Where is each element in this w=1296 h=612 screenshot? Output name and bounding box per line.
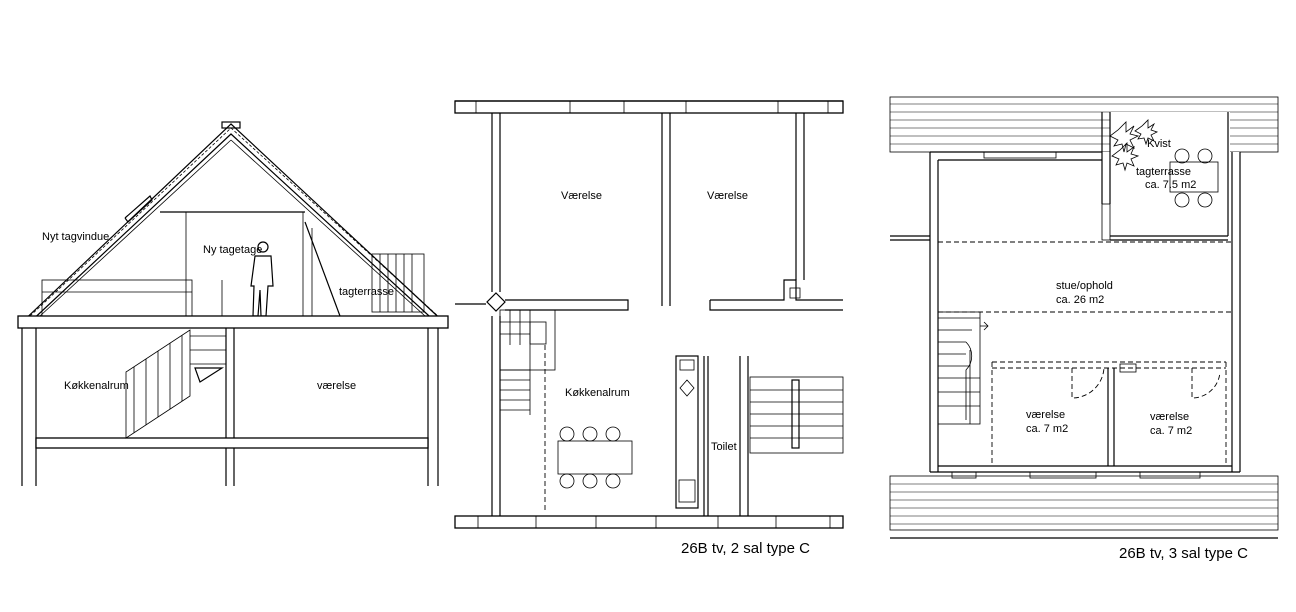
label-room1: værelse [1026, 409, 1065, 421]
label-new-roof: Ny tagetage [203, 244, 262, 256]
plant-icon [1109, 119, 1159, 172]
label-roof-terrace: tagterrasse [339, 286, 394, 298]
label-section-kitchen: Køkkenalrum [64, 380, 129, 392]
label-room-left: Værelse [561, 190, 602, 202]
label-room2: værelse [1150, 411, 1189, 423]
label-section-room: værelse [317, 380, 356, 392]
building-section: Nyt tagvindue Ny tagetage tagterrasse Kø… [17, 121, 449, 486]
label-room1-area: ca. 7 m2 [1026, 423, 1068, 435]
label-living-area: ca. 26 m2 [1056, 294, 1104, 306]
label-terrace: tagterrasse [1136, 166, 1191, 178]
label-dormer: Kvist [1147, 138, 1171, 150]
label-living: stue/ophold [1056, 280, 1113, 292]
roof-outline [17, 123, 449, 327]
person-figure [250, 241, 274, 317]
plan-floor-3: Kvist tagterrasse ca. 7.5 m2 stue/ophold… [889, 96, 1279, 562]
plan-floor-2: Værelse Værelse Køkkenalrum Toilet 26B t… [454, 100, 844, 557]
label-kitchen: Køkkenalrum [565, 387, 630, 399]
label-toilet: Toilet [711, 441, 737, 453]
label-room-right: Værelse [707, 190, 748, 202]
label-terrace-area: ca. 7.5 m2 [1145, 179, 1196, 191]
label-room2-area: ca. 7 m2 [1150, 425, 1192, 437]
caption-floor-3: 26B tv, 3 sal type C [1119, 545, 1248, 562]
label-skylight: Nyt tagvindue [42, 231, 109, 243]
caption-floor-2: 26B tv, 2 sal type C [681, 540, 810, 557]
